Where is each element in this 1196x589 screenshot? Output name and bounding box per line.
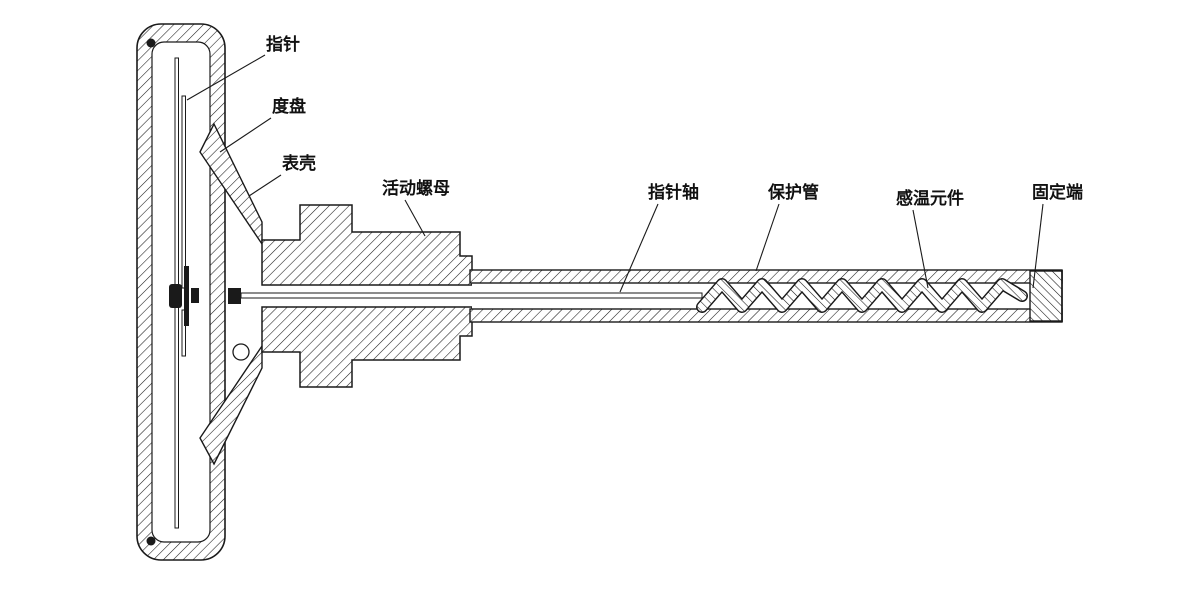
leader-sensing-element: [912, 209, 929, 289]
label-movable-nut: 活动螺母: [382, 178, 450, 198]
label-pointer: 指针: [266, 34, 300, 54]
pointer-needle: [181, 95, 186, 357]
fixed-end-cap: [1029, 270, 1063, 322]
leader-lines: [186, 54, 1044, 293]
label-dial: 度盘: [272, 96, 306, 116]
leader-movable-nut: [404, 199, 426, 237]
label-pointer-shaft: 指针轴: [648, 182, 699, 202]
leader-pointer: [186, 54, 266, 101]
leader-pointer-shaft: [619, 203, 659, 293]
label-case: 表壳: [282, 153, 316, 173]
sensing-element-coil: [696, 278, 1028, 313]
leader-fixed-end: [1032, 203, 1044, 289]
pointer-shaft: [240, 292, 703, 299]
label-sensing-element: 感温元件: [896, 188, 964, 208]
label-fixed-end: 固定端: [1032, 182, 1083, 202]
pointer-hub: [169, 266, 241, 326]
movable-nut-assembly: [261, 204, 473, 388]
label-protection-tube: 保护管: [767, 182, 819, 202]
case-rivet-top: [146, 38, 156, 48]
leader-case: [248, 174, 282, 197]
labels: 指针 度盘 表壳 活动螺母 指针轴 保护管 感温元件 固定端: [266, 34, 1083, 208]
leader-protection-tube: [755, 203, 780, 272]
leader-dial: [219, 117, 272, 153]
case-rivet-bottom: [146, 536, 156, 546]
screw-boss: [232, 343, 250, 361]
